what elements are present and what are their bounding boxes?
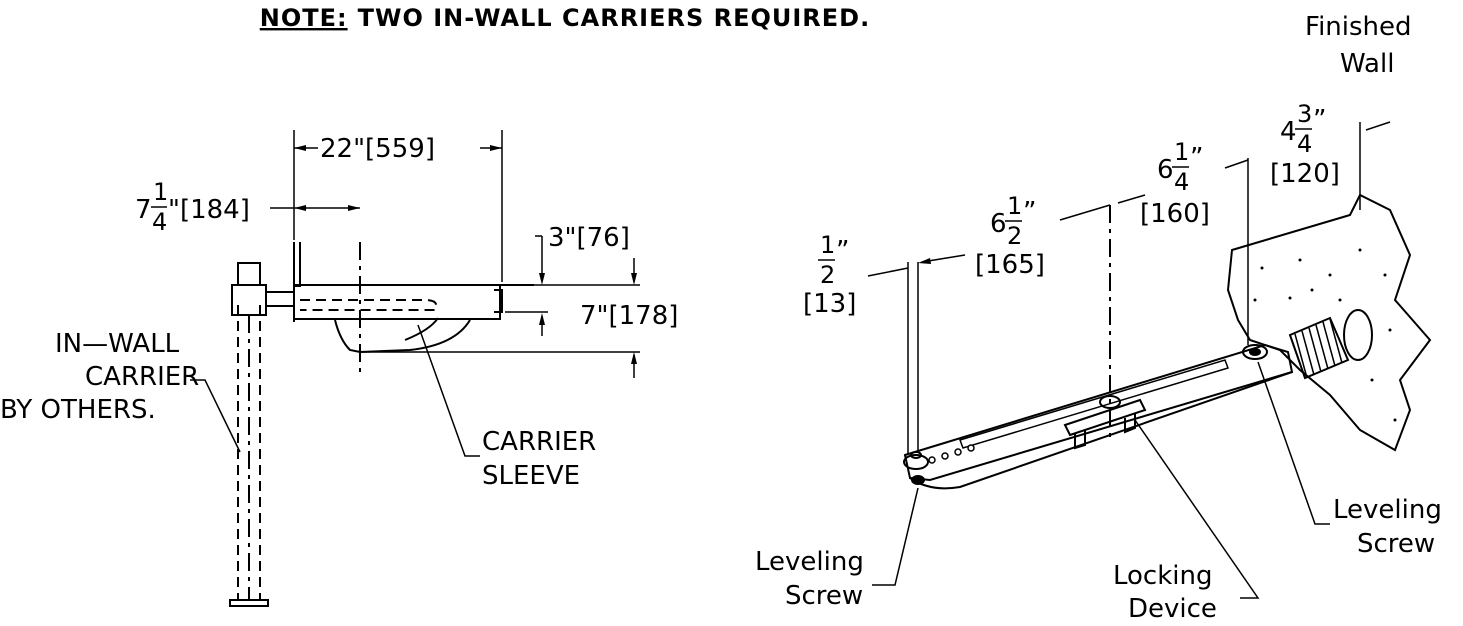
finished-wall-label-2: Wall	[1340, 49, 1394, 79]
locking-label-2: Device	[1128, 594, 1217, 621]
leveling-left-leader	[872, 487, 919, 586]
dim-arrow	[539, 273, 545, 285]
leveling-right-label-1: Leveling	[1333, 495, 1442, 525]
dim3-whole: 6	[990, 209, 1007, 239]
iso-view: Finished Wall 4 3 4 ” [120] 6 1 4 ” [160…	[755, 12, 1442, 624]
sleeve-label-2: SLEEVE	[482, 461, 580, 491]
dim-4three-line	[1365, 121, 1391, 131]
sleeve-flange	[1343, 309, 1373, 361]
carrier-label-2: CARRIER	[85, 362, 199, 392]
dim-leader	[535, 235, 543, 280]
carrier-leader	[190, 379, 241, 453]
dim1-whole: 4	[1280, 117, 1297, 147]
locking-label-1: Locking	[1113, 561, 1213, 591]
dim1-num: 3	[1297, 100, 1312, 128]
leveling-left-label-2: Screw	[785, 581, 863, 611]
dim3-num: 1	[1007, 192, 1022, 220]
leveling-screw-left	[903, 454, 929, 470]
dim2-metric: [160]	[1140, 199, 1210, 229]
bowl-inner	[404, 317, 439, 341]
dim2-inch: ”	[1190, 143, 1203, 173]
carrier-arm	[265, 291, 295, 307]
carrier-column	[237, 305, 261, 600]
threaded-sleeve	[1288, 316, 1350, 380]
leveling-right-label-2: Screw	[1357, 529, 1435, 559]
dim4-den: 2	[820, 261, 835, 289]
leveling-left-label-1: Leveling	[755, 547, 864, 577]
dim2-den: 4	[1174, 168, 1189, 196]
carrier-label-3: BY OTHERS.	[0, 395, 156, 425]
dim1-den: 4	[1297, 130, 1312, 158]
dim4-num: 1	[820, 231, 835, 259]
dim2-num: 1	[1174, 138, 1189, 166]
locking-screw	[1099, 395, 1121, 409]
dim-arrow	[918, 258, 931, 264]
carrier-arm	[903, 343, 1294, 482]
finished-wall-label-1: Finished	[1305, 12, 1412, 42]
dim1-metric: [120]	[1270, 159, 1340, 189]
dim3-den: 2	[1007, 222, 1022, 250]
wall-speckle	[1253, 248, 1397, 422]
side-view: 22"[559] 7 1 4 "[184] 3"[76] 7"[178] IN—…	[0, 130, 678, 607]
dim-arrow	[539, 313, 545, 325]
locking-leader	[1134, 419, 1260, 599]
carrier-foot	[229, 599, 269, 607]
leveling-screw-right	[1242, 344, 1268, 360]
note-title: NOTE:TWO IN-WALL CARRIERS REQUIRED.	[260, 4, 870, 32]
front-lip	[494, 289, 503, 313]
dim-width-label: 22"[559]	[320, 134, 435, 164]
leveling-screw-left-nut	[911, 475, 925, 485]
dim-6quarter-line	[1224, 159, 1249, 169]
sleeve-threads	[1294, 318, 1343, 379]
sleeve-hidden	[300, 299, 438, 311]
arm-slot	[959, 359, 1229, 449]
dim-offset-rest: "[184]	[168, 195, 250, 225]
dim-offset-whole: 7	[135, 195, 152, 225]
leveling-screw-right-head	[1249, 348, 1261, 356]
dim-top-label: 3"[76]	[548, 223, 630, 253]
sleeve-leader	[417, 324, 480, 457]
dim3-metric: [165]	[975, 250, 1045, 280]
dim-6half-line	[1059, 194, 1146, 221]
dim-offset-num: 1	[153, 178, 168, 206]
dim-offset-den: 4	[152, 208, 167, 236]
finished-wall	[1226, 193, 1432, 452]
dim-height-label: 7"[178]	[580, 301, 678, 331]
arm-holes	[928, 444, 975, 464]
dim-half-line	[867, 254, 966, 277]
dim3-inch: ”	[1023, 197, 1036, 227]
dim2-whole: 6	[1157, 155, 1174, 185]
dim1-inch: ”	[1313, 105, 1326, 135]
dim4-metric: [13]	[803, 289, 856, 319]
leveling-screw-left-head	[910, 451, 922, 459]
dim4-inch: ”	[836, 236, 849, 266]
sleeve-label-1: CARRIER	[482, 427, 596, 457]
carrier-top	[237, 262, 261, 286]
carrier-label-1: IN—WALL	[55, 329, 180, 359]
bowl-bottom	[334, 319, 471, 354]
fixture-body	[293, 284, 501, 320]
leveling-right-leader	[1257, 361, 1330, 525]
